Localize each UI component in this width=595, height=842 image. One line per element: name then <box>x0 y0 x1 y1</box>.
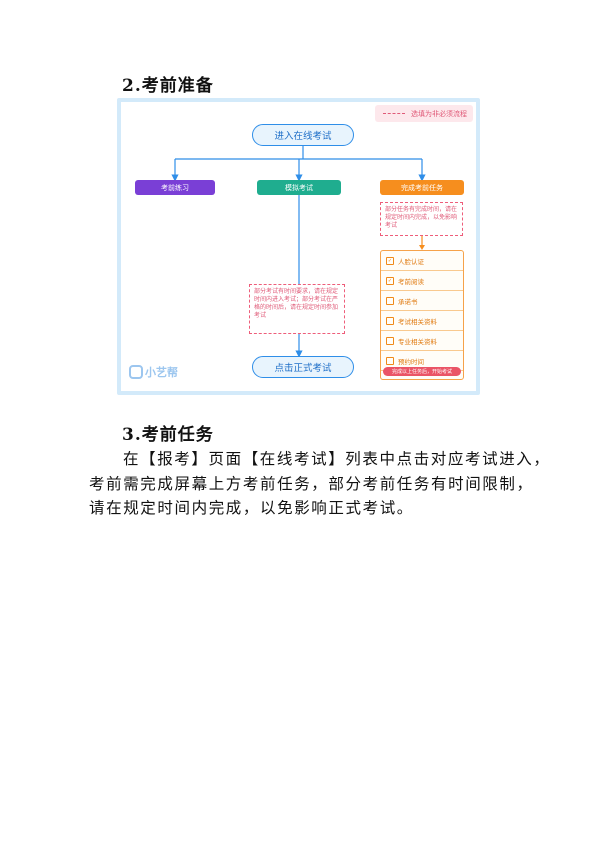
section-heading-prep: 2.考前准备 <box>122 76 214 96</box>
task-item-exam-materials: 考试相关资料 <box>381 311 463 331</box>
legend: 选填为非必须流程 <box>375 105 473 122</box>
task-list: ✓ 人脸认证 ✓ 考前阅读 承诺书 考试相关资料 专业相关资料 预约时间 完成以上任… <box>380 250 464 380</box>
task-item-face-auth: ✓ 人脸认证 <box>381 251 463 271</box>
pre-exam-task-node: 完成考前任务 <box>380 180 464 195</box>
task-label: 预约时间 <box>398 357 424 366</box>
dashed-line-icon <box>383 113 405 114</box>
exam-flow-diagram: 选填为非必须流程 进入在线考试 考前练习 模拟考试 完成考前任务 部分任务有完成… <box>117 98 480 395</box>
instruction-paragraph: 在【报考】页面【在线考试】列表中点击对应考试进入， 考前需完成屏幕上方考前任务，… <box>89 447 551 521</box>
exam-time-note: 部分考试有时间要求，请在规定时间内进入考试；部分考试在严格的时间后，请在规定时间… <box>249 284 345 334</box>
start-exam-node: 进入在线考试 <box>252 124 354 146</box>
logo-icon <box>129 365 143 379</box>
checkbox-icon <box>386 356 394 365</box>
checkbox-icon <box>386 316 394 325</box>
task-time-note: 部分任务有完成时间，请在规定时间内完成，以免影响考试 <box>380 202 463 236</box>
mock-exam-node: 模拟考试 <box>257 180 341 195</box>
practice-node: 考前练习 <box>135 180 215 195</box>
legend-label: 选填为非必须流程 <box>411 109 467 118</box>
task-label: 专业相关资料 <box>398 337 437 346</box>
task-label: 考试相关资料 <box>398 317 437 326</box>
task-label: 承诺书 <box>398 297 418 306</box>
paragraph-line: 考前需完成屏幕上方考前任务，部分考前任务有时间限制， <box>89 474 534 493</box>
paragraph-line: 请在规定时间内完成，以免影响正式考试。 <box>89 499 414 517</box>
logo: 小艺帮 <box>129 364 178 380</box>
checkbox-icon: ✓ <box>386 276 394 285</box>
formal-exam-node: 点击正式考试 <box>252 356 354 378</box>
task-label: 考前阅读 <box>398 277 424 286</box>
task-item-major-materials: 专业相关资料 <box>381 331 463 351</box>
task-label: 人脸认证 <box>398 257 424 266</box>
task-item-reading: ✓ 考前阅读 <box>381 271 463 291</box>
logo-text: 小艺帮 <box>145 366 178 379</box>
checkbox-icon: ✓ <box>386 256 394 265</box>
section-heading-tasks: 3.考前任务 <box>122 425 214 445</box>
task-footer: 完成以上任务后，开始考试 <box>383 367 461 376</box>
paragraph-line: 在【报考】页面【在线考试】列表中点击对应考试进入， <box>123 450 551 468</box>
checkbox-icon <box>386 336 394 345</box>
task-item-pledge: 承诺书 <box>381 291 463 311</box>
checkbox-icon <box>386 296 394 305</box>
